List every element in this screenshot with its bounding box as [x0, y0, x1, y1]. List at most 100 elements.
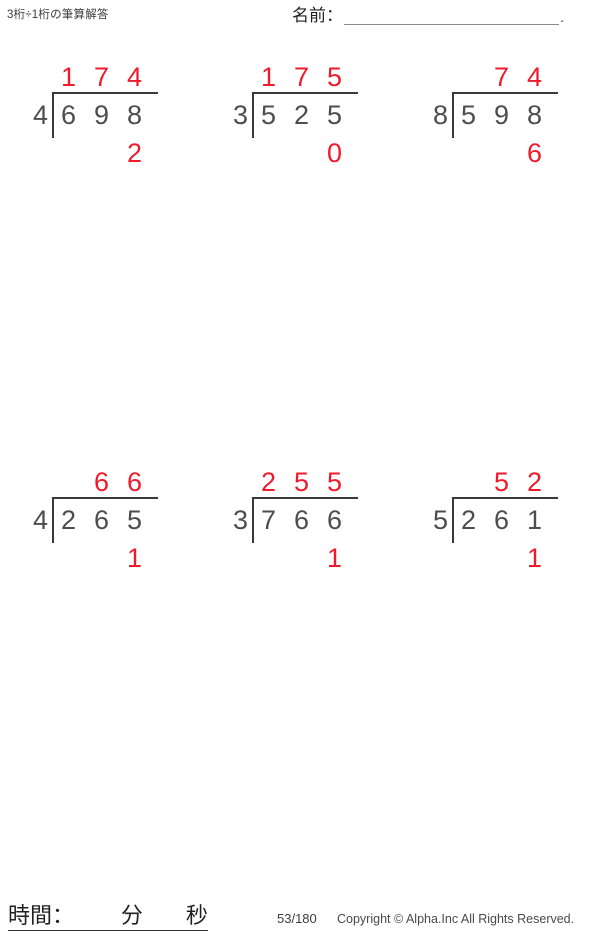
remainder-digit: 0	[326, 138, 343, 168]
quotient-digit: 5	[293, 467, 310, 497]
dividend-digit: 6	[326, 505, 343, 535]
quotient-digit: 7	[493, 62, 510, 92]
quotient-digit: 5	[493, 467, 510, 497]
divisor-4: 4	[32, 505, 48, 535]
dividend-row-2: 5 2 5	[252, 100, 358, 130]
long-division-4: 4 6 6 2 6 5 1	[14, 467, 186, 577]
problem-1: 4 1 7 4 6 9 8 2	[0, 62, 200, 172]
page-header: 3桁÷1桁の筆算解答 名前： .	[0, 0, 600, 40]
quotient-row-3: 7 4	[452, 62, 558, 92]
remainder-digit	[252, 543, 285, 573]
remainder-digit	[452, 543, 485, 573]
remainder-digit: 2	[126, 138, 143, 168]
name-field: 名前： .	[292, 6, 564, 26]
problem-6: 5 5 2 2 6 1 1	[400, 467, 600, 577]
dividend-row-6: 2 6 1	[452, 505, 558, 535]
quotient-digit: 6	[126, 467, 143, 497]
divisor-2: 3	[232, 100, 248, 130]
remainder-row-4: 1	[52, 543, 158, 573]
division-bracket-3	[452, 92, 558, 138]
dividend-digit: 5	[260, 100, 277, 130]
remainder-digit	[285, 138, 318, 168]
dividend-digit: 5	[326, 100, 343, 130]
remainder-digit	[485, 543, 518, 573]
remainder-row-5: 1	[252, 543, 358, 573]
quotient-digit: 5	[326, 467, 343, 497]
remainder-row-1: 2	[52, 138, 158, 168]
quotient-row-2: 1 7 5	[252, 62, 358, 92]
dividend-digit: 6	[93, 505, 110, 535]
quotient-row-5: 2 5 5	[252, 467, 358, 497]
long-division-3: 8 7 4 5 9 8 6	[414, 62, 586, 172]
long-division-5: 3 2 5 5 7 6 6 1	[214, 467, 386, 577]
quotient-digit	[52, 467, 85, 497]
page-number: 53/180	[277, 911, 317, 926]
remainder-digit	[85, 543, 118, 573]
page-footer: 時間： 分 秒 53/180 Copyright © Alpha.Inc All…	[0, 894, 600, 938]
dividend-digit: 5	[126, 505, 143, 535]
remainder-digit	[52, 138, 85, 168]
long-division-1: 4 1 7 4 6 9 8 2	[14, 62, 186, 172]
quotient-digit: 6	[93, 467, 110, 497]
dividend-row-1: 6 9 8	[52, 100, 158, 130]
dividend-digit: 6	[293, 505, 310, 535]
divisor-3: 8	[432, 100, 448, 130]
seconds-unit: 秒	[185, 903, 208, 928]
dividend-digit: 6	[60, 100, 77, 130]
name-label: 名前：	[292, 6, 343, 25]
dividend-digit: 5	[460, 100, 477, 130]
dividend-digit: 7	[260, 505, 277, 535]
division-bracket-2	[252, 92, 358, 138]
remainder-digit	[52, 543, 85, 573]
remainder-digit: 1	[126, 543, 143, 573]
remainder-digit	[85, 138, 118, 168]
remainder-digit	[452, 138, 485, 168]
quotient-digit: 4	[126, 62, 143, 92]
quotient-digit	[452, 467, 485, 497]
dividend-digit: 9	[493, 100, 510, 130]
remainder-digit	[285, 543, 318, 573]
quotient-digit: 4	[526, 62, 543, 92]
quotient-digit	[452, 62, 485, 92]
remainder-digit: 1	[526, 543, 543, 573]
division-bracket-1	[52, 92, 158, 138]
remainder-digit	[485, 138, 518, 168]
dividend-digit: 8	[126, 100, 143, 130]
problem-3: 8 7 4 5 9 8 6	[400, 62, 600, 172]
dividend-digit: 6	[493, 505, 510, 535]
quotient-row-6: 5 2	[452, 467, 558, 497]
division-bracket-4	[52, 497, 158, 543]
problem-5: 3 2 5 5 7 6 6 1	[200, 467, 400, 577]
remainder-row-2: 0	[252, 138, 358, 168]
divisor-6: 5	[432, 505, 448, 535]
quotient-digit: 2	[260, 467, 277, 497]
dividend-digit: 2	[60, 505, 77, 535]
quotient-digit: 5	[326, 62, 343, 92]
problem-2: 3 1 7 5 5 2 5 0	[200, 62, 400, 172]
dividend-digit: 2	[293, 100, 310, 130]
dividend-digit: 9	[93, 100, 110, 130]
division-bracket-5	[252, 497, 358, 543]
dividend-row-5: 7 6 6	[252, 505, 358, 535]
quotient-row-1: 1 7 4	[52, 62, 158, 92]
problem-4: 4 6 6 2 6 5 1	[0, 467, 200, 577]
minutes-unit: 分	[120, 903, 143, 928]
remainder-row-6: 1	[452, 543, 558, 573]
dividend-digit: 1	[526, 505, 543, 535]
time-label: 時間：	[8, 903, 75, 928]
remainder-digit	[252, 138, 285, 168]
name-input-rule[interactable]	[344, 9, 559, 25]
copyright-notice: Copyright © Alpha.Inc All Rights Reserve…	[337, 912, 575, 926]
quotient-digit: 2	[526, 467, 543, 497]
long-division-2: 3 1 7 5 5 2 5 0	[214, 62, 386, 172]
time-field[interactable]: 時間： 分 秒	[8, 903, 208, 931]
dividend-row-3: 5 9 8	[452, 100, 558, 130]
quotient-digit: 1	[60, 62, 77, 92]
quotient-row-4: 6 6	[52, 467, 158, 497]
dividend-row-4: 2 6 5	[52, 505, 158, 535]
quotient-digit: 1	[260, 62, 277, 92]
remainder-digit: 1	[326, 543, 343, 573]
name-period: .	[560, 9, 565, 26]
dividend-digit: 2	[460, 505, 477, 535]
